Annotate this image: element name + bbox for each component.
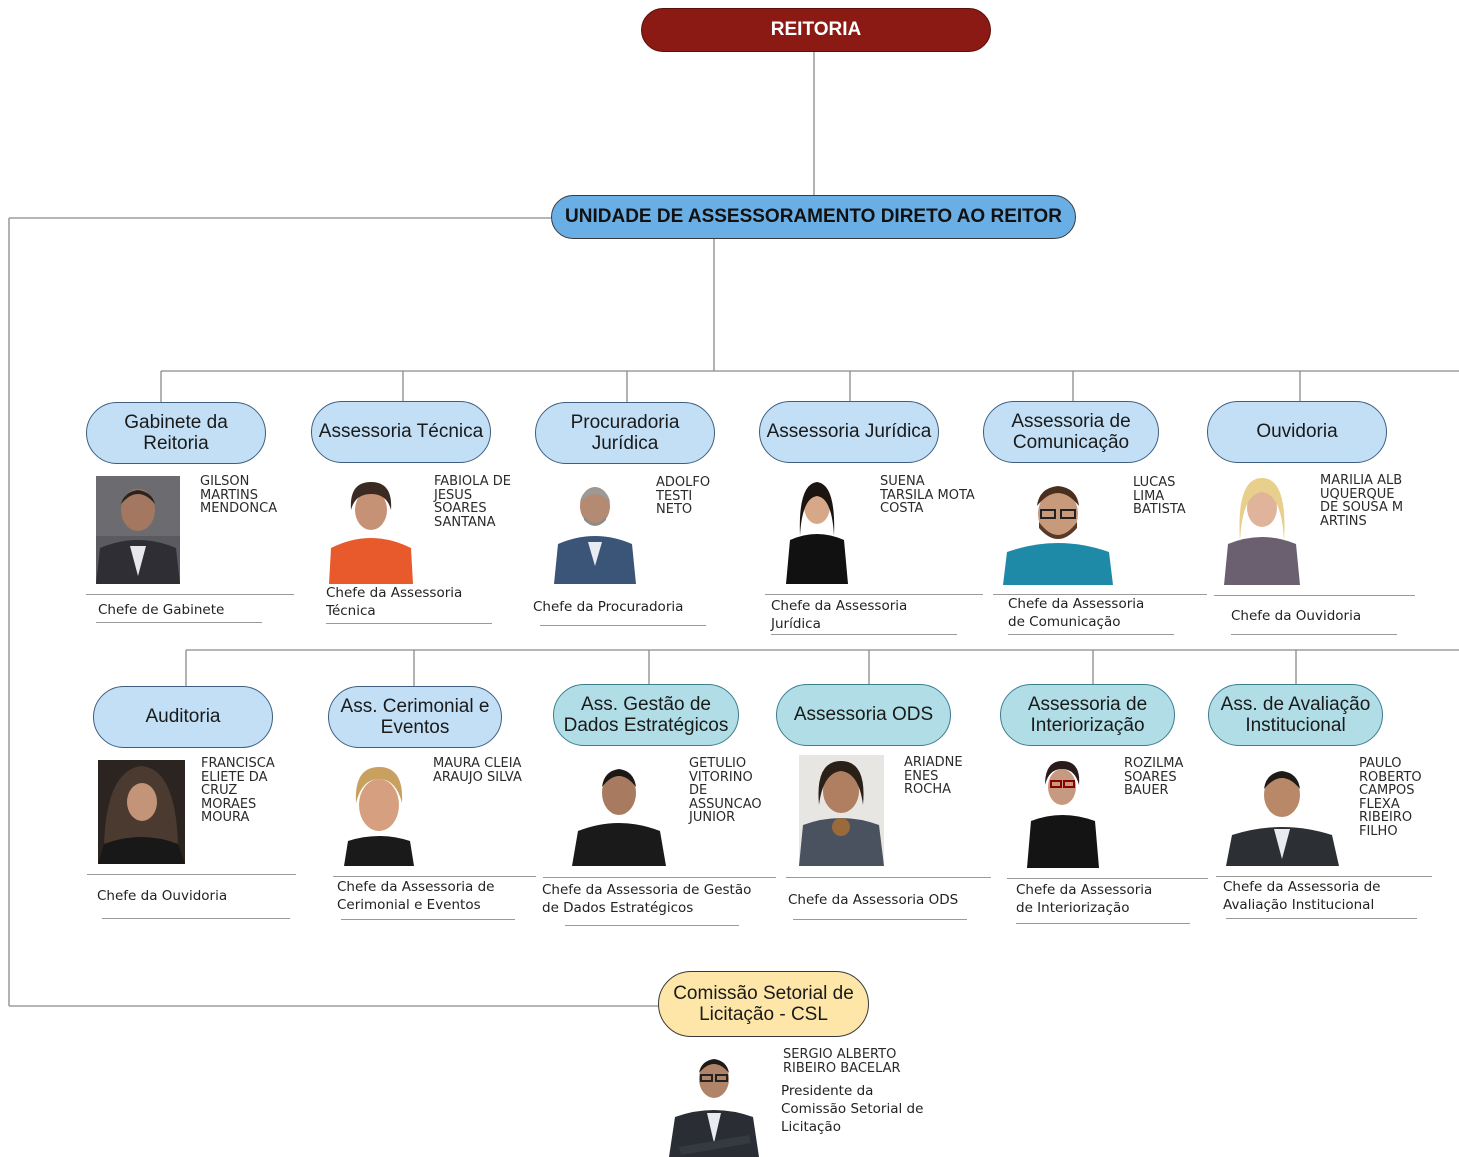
dept-node-assessoria-tecnica[interactable]: Assessoria Técnica: [311, 401, 491, 463]
unit-label: UNIDADE DE ASSESSORAMENTO DIRETO AO REIT…: [565, 206, 1062, 228]
person-photo: [1025, 757, 1100, 868]
reitoria-label: REITORIA: [770, 19, 862, 41]
person-photo: [344, 763, 414, 866]
dept-label: Ass. de Avaliação Institucional: [1220, 693, 1371, 736]
person-photo: [98, 760, 185, 864]
person-name: FABIOLA DE JESUS SOARES SANTANA: [434, 474, 511, 530]
dept-node-interiorizacao[interactable]: Assessoria de Interiorização: [1000, 684, 1175, 746]
person-title: Chefe da Assessoria Técnica: [326, 585, 463, 619]
dept-label: Ass. Gestão de Dados Estratégicos: [563, 693, 729, 736]
person-name: ARIADNE ENES ROCHA: [904, 755, 963, 797]
person-name: GILSON MARTINS MENDONCA: [200, 474, 278, 516]
person-name: GETULIO VITORINO DE ASSUNCAO JUNIOR: [689, 756, 762, 825]
divider: [341, 919, 515, 920]
dept-node-auditoria[interactable]: Auditoria: [93, 686, 273, 748]
dept-label: Assessoria Técnica: [318, 421, 484, 443]
divider: [1016, 923, 1190, 924]
person-title: Chefe da Assessoria ODS: [788, 892, 959, 908]
divider: [1007, 878, 1208, 879]
person-title: Chefe da Procuradoria: [533, 599, 684, 615]
divider: [1008, 634, 1174, 635]
dept-label: Assessoria de Comunicação: [1011, 410, 1131, 453]
person-title: Chefe da Assessoria de Interiorização: [1016, 882, 1153, 916]
dept-node-gestao-dados[interactable]: Ass. Gestão de Dados Estratégicos: [553, 684, 739, 746]
person-photo: [782, 476, 852, 584]
dept-label: Auditoria: [145, 706, 221, 728]
divider: [1216, 876, 1432, 877]
divider: [565, 925, 739, 926]
dept-node-gabinete[interactable]: Gabinete da Reitoria: [86, 402, 266, 464]
dept-node-ouvidoria[interactable]: Ouvidoria: [1207, 401, 1387, 463]
person-photo: [554, 476, 636, 584]
divider: [1214, 595, 1415, 596]
person-name: FRANCISCA ELIETE DA CRUZ MORAES MOURA: [201, 756, 275, 825]
person-title: Chefe da Assessoria de Comunicação: [1008, 596, 1145, 630]
person-title: Chefe da Assessoria de Cerimonial e Even…: [337, 879, 495, 913]
dept-label: Ass. Cerimonial e Eventos: [340, 695, 490, 738]
dept-label: Assessoria ODS: [793, 704, 934, 726]
divider: [1231, 634, 1397, 635]
dept-label: Assessoria de Interiorização: [1027, 693, 1148, 736]
dept-label: Procuradoria Jurídica: [570, 411, 680, 454]
person-photo: [799, 755, 884, 866]
dept-label: Ouvidoria: [1256, 421, 1338, 443]
divider: [87, 874, 296, 875]
person-title: Chefe da Assessoria de Gestão de Dados E…: [542, 882, 752, 916]
person-title: Chefe da Assessoria Jurídica: [771, 598, 908, 632]
csl-node[interactable]: Comissão Setorial de Licitação - CSL: [658, 971, 869, 1037]
person-photo: [96, 476, 180, 584]
dept-label: Gabinete da Reitoria: [124, 411, 228, 454]
person-name: MAURA CLEIA ARAUJO SILVA: [433, 756, 522, 785]
divider: [96, 622, 262, 623]
dept-label: Assessoria Jurídica: [766, 421, 932, 443]
unit-node[interactable]: UNIDADE DE ASSESSORAMENTO DIRETO AO REIT…: [551, 195, 1076, 239]
divider: [86, 594, 294, 595]
dept-node-assessoria-juridica[interactable]: Assessoria Jurídica: [759, 401, 939, 463]
reitoria-node[interactable]: REITORIA: [641, 8, 991, 52]
person-name: PAULO ROBERTO CAMPOS FLEXA RIBEIRO FILHO: [1359, 756, 1422, 839]
divider: [1226, 918, 1417, 919]
person-photo: [1226, 763, 1339, 866]
person-photo: [572, 757, 666, 866]
csl-label: Comissão Setorial de Licitação - CSL: [673, 982, 854, 1025]
person-name: ROZILMA SOARES BAUER: [1124, 756, 1184, 798]
person-name: LUCAS LIMA BATISTA: [1133, 475, 1186, 517]
dept-node-comunicacao[interactable]: Assessoria de Comunicação: [983, 401, 1159, 463]
person-photo: [1003, 476, 1113, 585]
divider: [793, 919, 967, 920]
dept-node-avaliacao[interactable]: Ass. de Avaliação Institucional: [1208, 684, 1383, 746]
divider: [543, 877, 776, 878]
person-photo: [1224, 472, 1300, 585]
person-title: Chefe da Ouvidoria: [1231, 608, 1362, 624]
person-title: Chefe da Assessoria de Avaliação Institu…: [1223, 879, 1381, 913]
person-title: Chefe de Gabinete: [98, 602, 225, 618]
person-name: ADOLFO TESTI NETO: [656, 475, 711, 517]
divider: [333, 876, 536, 877]
divider: [102, 918, 290, 919]
person-name: MARILIA ALBUQUERQUE DE SOUSA MARTINS: [1320, 473, 1404, 529]
person-photo: [669, 1051, 759, 1157]
dept-node-ods[interactable]: Assessoria ODS: [776, 684, 951, 746]
dept-node-procuradoria[interactable]: Procuradoria Jurídica: [535, 402, 715, 464]
person-title: Chefe da Ouvidoria: [97, 888, 228, 904]
person-title: Presidente da Comissão Setorial de Licit…: [781, 1083, 924, 1135]
divider: [786, 877, 991, 878]
divider: [993, 594, 1207, 595]
person-name: SUENA TARSILA MOTA COSTA: [880, 474, 975, 516]
person-photo: [329, 476, 413, 584]
person-name: SERGIO ALBERTO RIBEIRO BACELAR: [783, 1047, 901, 1076]
divider: [771, 634, 957, 635]
divider: [765, 594, 983, 595]
divider: [540, 625, 706, 626]
dept-node-cerimonial[interactable]: Ass. Cerimonial e Eventos: [328, 686, 502, 748]
divider: [326, 623, 492, 624]
